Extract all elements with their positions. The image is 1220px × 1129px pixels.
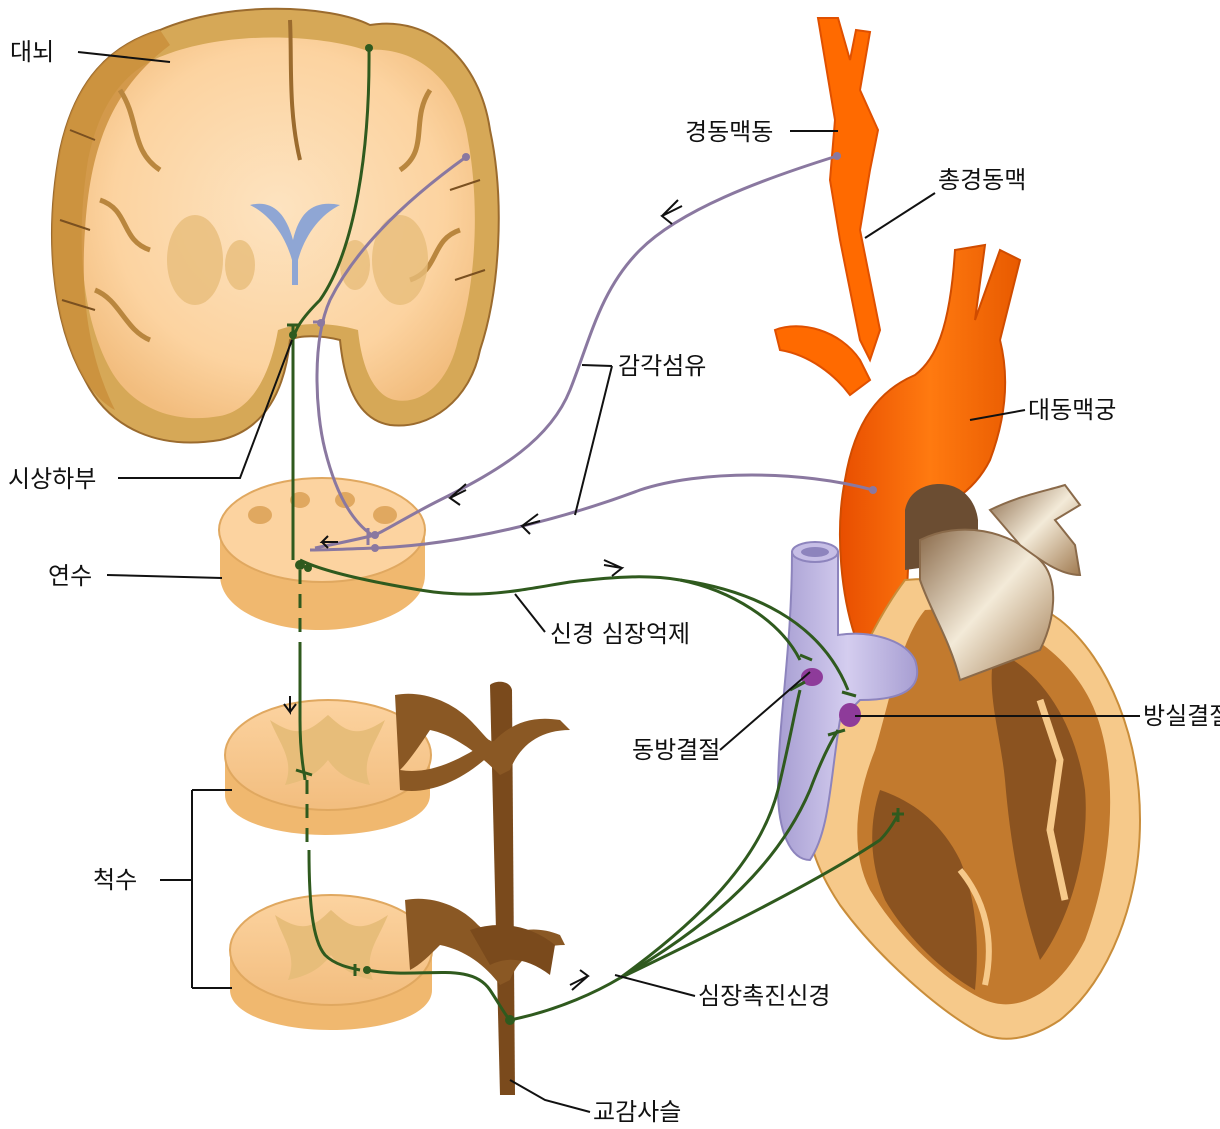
leader-common-carotid: [865, 193, 935, 238]
label-sensory-fiber: 감각섬유: [618, 352, 706, 380]
leader-spinal-cord: [160, 790, 232, 988]
label-av-node: 방실결절: [1143, 702, 1220, 730]
label-cardio-accelerator: 심장촉진신경: [698, 982, 830, 1010]
label-sympathetic-chain: 교감사슬: [593, 1098, 681, 1126]
label-sa-node: 동방결절: [632, 736, 720, 764]
label-spinal-cord: 척수: [93, 866, 137, 894]
carotid-artery: [775, 18, 880, 395]
label-cerebrum: 대뇌: [10, 38, 54, 66]
label-hypothalamus: 시상하부: [8, 465, 96, 493]
leader-cardio-inhibitory: [515, 594, 545, 632]
label-carotid-sinus: 경동맥동: [685, 118, 773, 146]
medulla-section: [219, 478, 425, 630]
label-medulla: 연수: [48, 562, 92, 590]
spinal-cord-lower: [230, 895, 432, 1030]
leader-sympathetic-chain: [510, 1080, 590, 1112]
leader-cardio-accelerator: [615, 975, 695, 996]
arrow-motor-1: [604, 560, 622, 576]
label-common-carotid: 총경동맥: [938, 166, 1026, 194]
label-aortic-arch: 대동맥궁: [1028, 396, 1116, 424]
cerebrum-section: [52, 9, 499, 443]
leader-sensory-fiber: [575, 365, 612, 515]
arrow-sensory-3: [522, 514, 540, 534]
label-cardio-inhibitory: 신경 심장억제: [550, 620, 690, 648]
arrow-motor-3: [570, 970, 588, 990]
leader-medulla: [107, 575, 222, 578]
